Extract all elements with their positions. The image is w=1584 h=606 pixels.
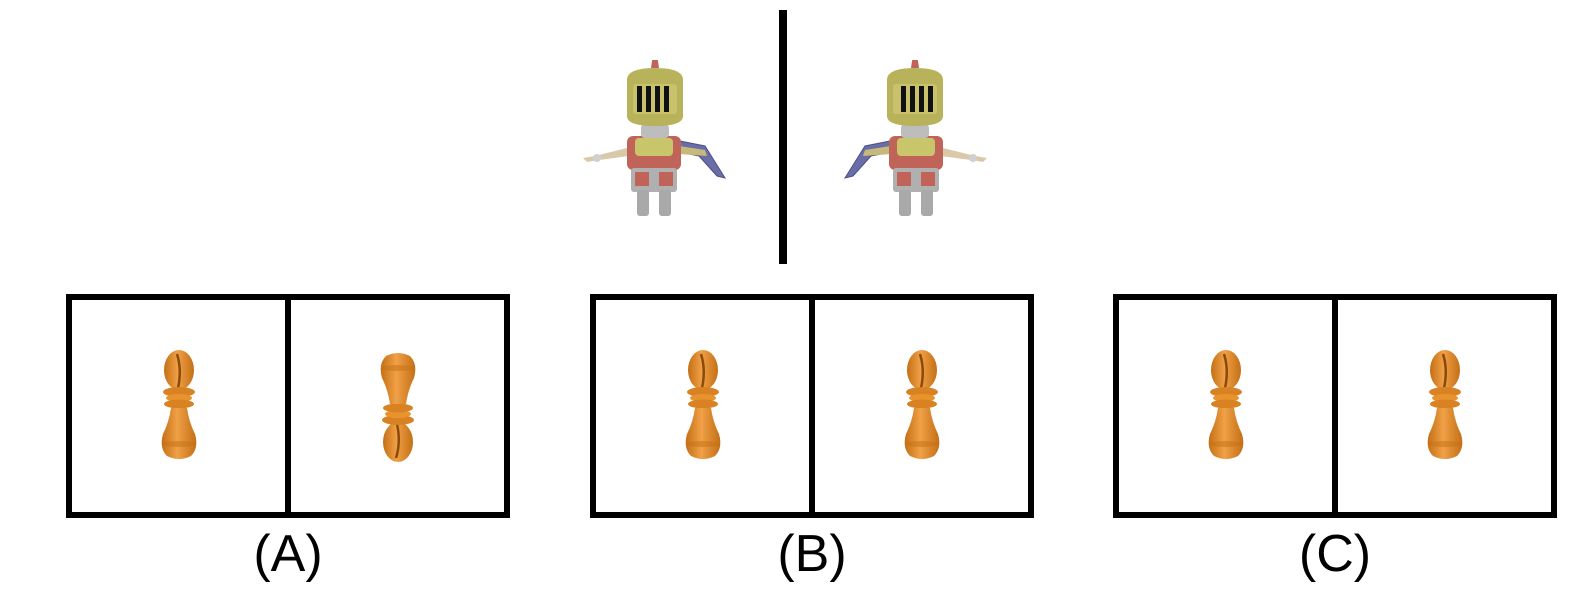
option-a-divider [285, 300, 291, 512]
option-a-left-cell [72, 300, 285, 512]
pawn-figure [1425, 348, 1464, 461]
option-c-divider [1332, 300, 1338, 512]
option-c-left-cell [1119, 300, 1332, 512]
pawn-figure [902, 348, 941, 461]
option-a-right-cell [291, 300, 504, 512]
knight-figure-right [843, 60, 987, 216]
option-c-label: (C) [1298, 525, 1372, 583]
option-a-panel[interactable] [66, 294, 510, 518]
option-a-label: (A) [253, 525, 323, 583]
pawn-figure [683, 348, 722, 461]
reference-area [570, 55, 1000, 225]
pawn-figure [159, 348, 198, 461]
option-b-left-cell [596, 300, 809, 512]
option-c-panel[interactable] [1113, 294, 1557, 518]
option-b-label: (B) [777, 525, 847, 583]
reference-divider [779, 10, 787, 264]
pawn-figure-flipped [378, 351, 417, 464]
option-c-right-cell [1338, 300, 1551, 512]
option-b-panel[interactable] [590, 294, 1034, 518]
pawn-figure [1206, 348, 1245, 461]
option-b-right-cell [815, 300, 1028, 512]
knight-figure-left [583, 60, 727, 216]
option-b-divider [809, 300, 815, 512]
